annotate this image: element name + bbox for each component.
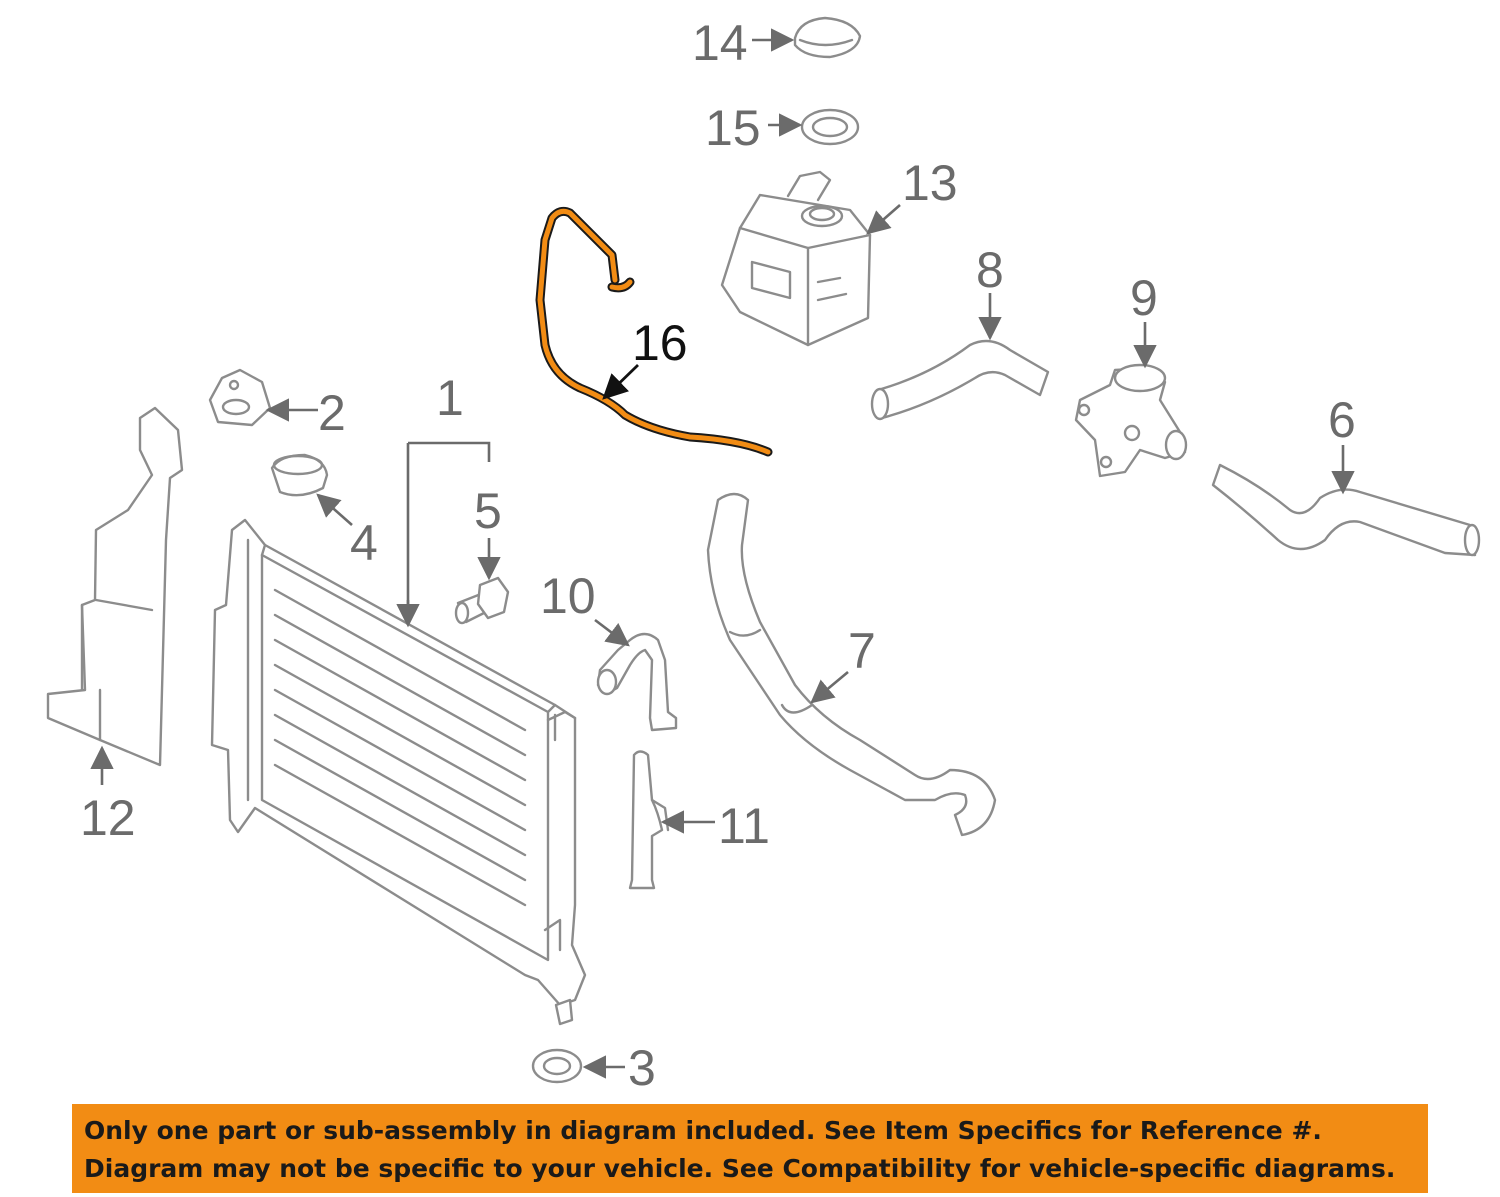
- part-7-lower-hose: [706, 492, 997, 837]
- part-12-air-guide: [46, 406, 184, 767]
- callout-7: 7: [848, 623, 876, 679]
- part-3-washer: [531, 1048, 583, 1084]
- callout-14: 14: [692, 15, 748, 71]
- callout-1: 1: [436, 370, 464, 426]
- part-10-bypass-hose: [596, 632, 678, 732]
- part-11-pipe: [628, 750, 670, 890]
- disclaimer-line-1: Only one part or sub-assembly in diagram…: [84, 1116, 1322, 1145]
- callout-10: 10: [540, 568, 596, 624]
- part-6-hose: [1211, 463, 1481, 557]
- part-5-drain-plug: [454, 576, 510, 625]
- part-16-reservoir-hose: [535, 206, 773, 457]
- callout-5: 5: [474, 483, 502, 539]
- callout-labels: 14 15 13 8 9 6 7 10 11 12 2 4 5 1 3 16: [80, 15, 1356, 1096]
- callout-2: 2: [318, 385, 346, 441]
- part-8-hose: [870, 339, 1050, 421]
- callout-15: 15: [705, 100, 761, 156]
- leader-lines: [90, 28, 1355, 1079]
- callout-8: 8: [976, 242, 1004, 298]
- callout-4: 4: [350, 515, 378, 571]
- callout-12: 12: [80, 790, 136, 846]
- callout-9: 9: [1130, 270, 1158, 326]
- callout-11: 11: [718, 798, 770, 854]
- part-14-reservoir-cap: [793, 16, 862, 59]
- callout-13: 13: [902, 155, 958, 211]
- disclaimer-line-2: Diagram may not be specific to your vehi…: [84, 1154, 1396, 1183]
- part-15-o-ring: [800, 108, 860, 146]
- part-2-bracket: [208, 368, 272, 427]
- part-9-thermostat-housing: [1074, 363, 1188, 478]
- disclaimer-banner: Only one part or sub-assembly in diagram…: [72, 1104, 1428, 1193]
- callout-6: 6: [1328, 392, 1356, 448]
- callout-16: 16: [632, 315, 688, 371]
- part-13-coolant-reservoir: [720, 170, 872, 347]
- part-1-radiator: [210, 518, 587, 1026]
- callout-3: 3: [628, 1040, 656, 1096]
- part-4-radiator-cap: [270, 453, 329, 497]
